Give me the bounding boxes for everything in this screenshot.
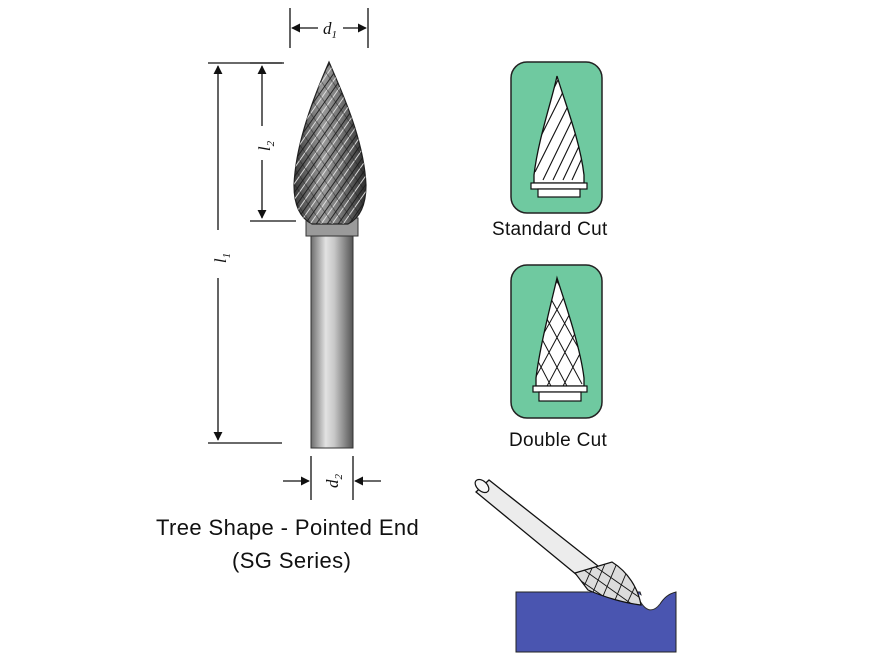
usage-shank xyxy=(475,479,599,581)
burr-tool xyxy=(293,60,367,449)
dim-d1-label: d1 xyxy=(323,19,337,41)
standard-cut-label: Standard Cut xyxy=(492,219,608,240)
dim-l1-label: l1 xyxy=(211,253,233,263)
dim-d2-label: d2 xyxy=(323,474,345,489)
dimension-lines xyxy=(208,8,381,500)
standard-cut-icon xyxy=(510,61,603,214)
series-label: (SG Series) xyxy=(232,548,352,573)
diagram-title: Tree Shape - Pointed End xyxy=(156,515,420,540)
dim-l2-label: l2 xyxy=(255,140,277,151)
double-cut-label: Double Cut xyxy=(509,430,608,451)
usage-illustration-icon xyxy=(474,478,677,653)
shank xyxy=(310,225,354,449)
double-cut-icon xyxy=(510,264,603,419)
